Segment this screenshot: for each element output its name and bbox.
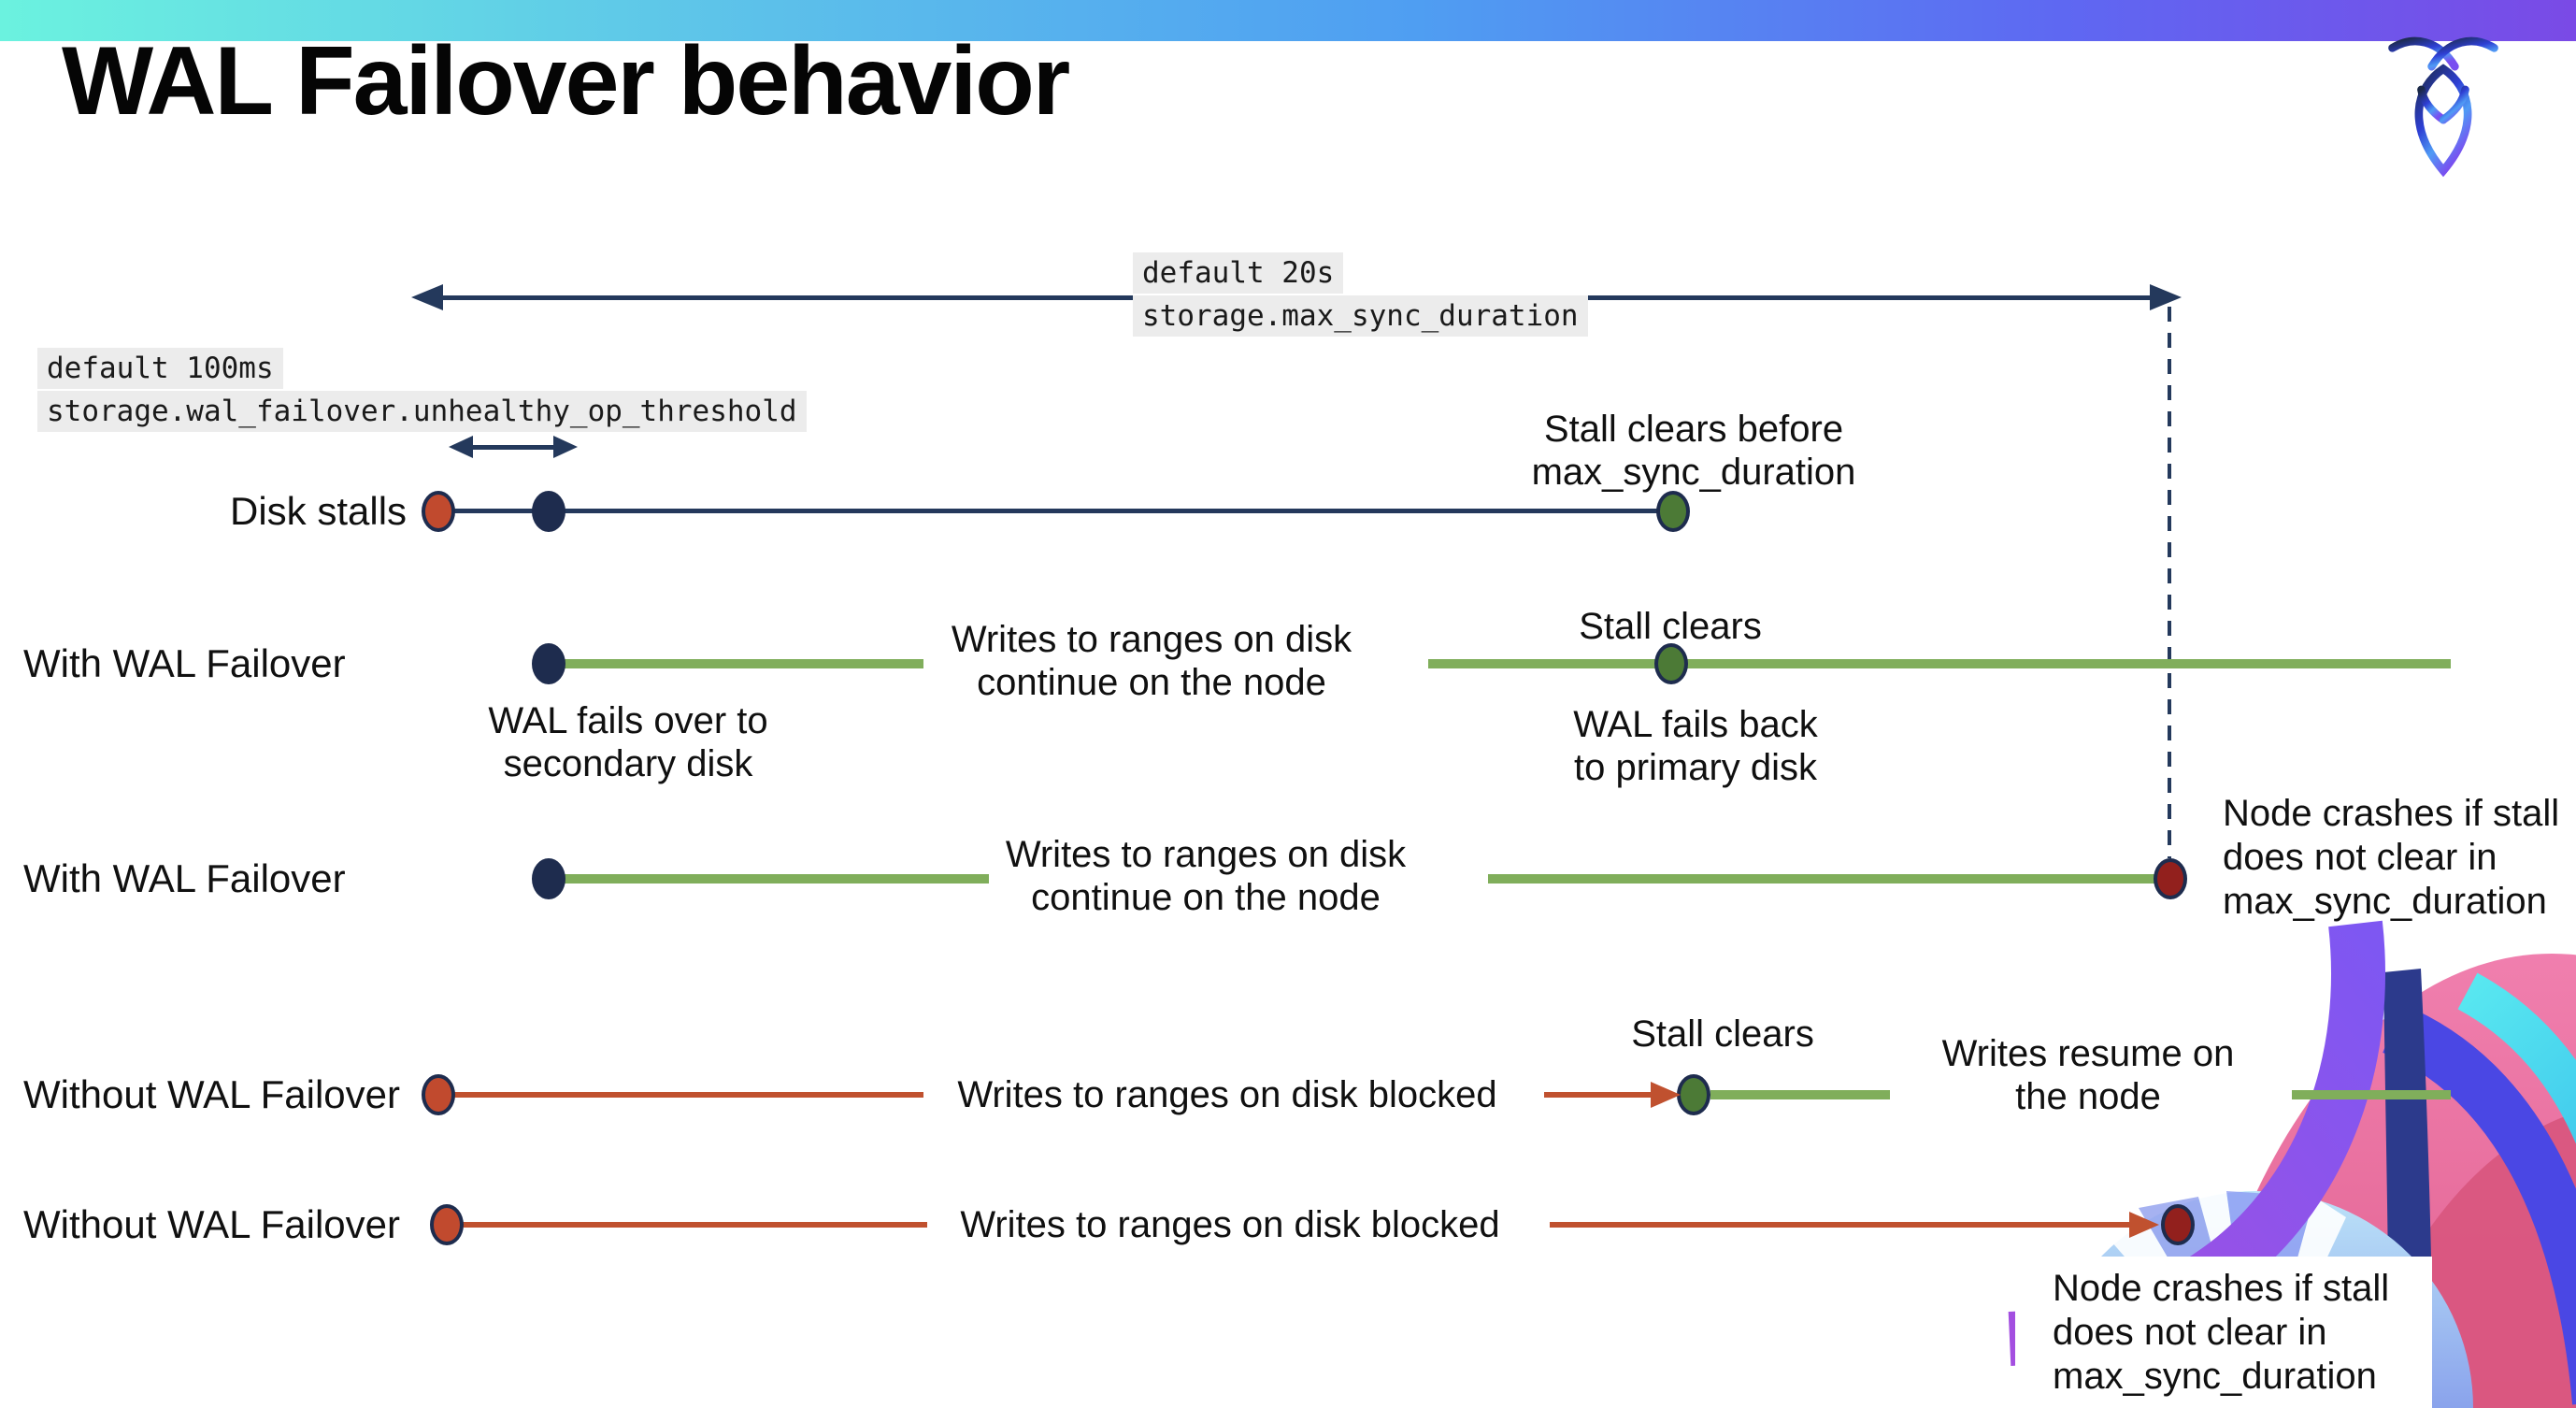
writes-continue-note: Writes to ranges on disk continue on the… — [1005, 834, 1407, 918]
arrowhead-left-icon — [411, 284, 443, 310]
writes-blocked-line — [454, 1222, 927, 1228]
row-label-without-wal-failover-2: Without WAL Failover — [23, 1202, 400, 1246]
writes-continue-note: Writes to ranges on disk continue on the… — [951, 619, 1352, 703]
row-label-disk-stalls: Disk stalls — [230, 489, 408, 533]
node-crash-note: Node crashes if stall does not clear in … — [2223, 793, 2560, 922]
code-label-max-sync-setting: storage.max_sync_duration — [1133, 295, 1588, 337]
wal-active-line — [555, 874, 989, 884]
writes-resumed-line — [1710, 1090, 1890, 1099]
writes-blocked-note: Writes to ranges on disk blocked — [957, 1074, 1497, 1115]
disk-stall-start-dot — [430, 1204, 464, 1245]
disk-stall-timeline-line — [438, 509, 1673, 513]
wal-active-line — [1428, 659, 2451, 668]
wal-active-line — [1488, 874, 2159, 884]
disk-stall-start-dot — [422, 491, 455, 532]
stall-clears-note: Stall clears — [1579, 606, 1762, 647]
failover-start-dot — [532, 643, 565, 684]
writes-resumed-line — [2292, 1090, 2451, 1099]
writes-blocked-line — [1544, 1092, 1660, 1098]
writes-blocked-line — [445, 1092, 923, 1098]
failover-start-dot — [532, 858, 565, 899]
row-label-without-wal-failover-1: Without WAL Failover — [23, 1072, 400, 1116]
node-crash-note: Node crashes if stall does not clear in … — [2053, 1268, 2390, 1397]
writes-blocked-line — [1550, 1222, 2139, 1228]
code-label-threshold-default: default 100ms — [37, 348, 283, 389]
arrowhead-right-icon — [2150, 284, 2182, 310]
failover-threshold-dot — [532, 491, 565, 532]
code-label-threshold-setting: storage.wal_failover.unhealthy_op_thresh… — [37, 391, 807, 432]
blocked-arrowhead-icon — [2129, 1212, 2159, 1238]
threshold-arrowhead-left-icon — [449, 436, 473, 458]
stall-clears-note: Stall clears — [1631, 1013, 1814, 1055]
writes-blocked-note: Writes to ranges on disk blocked — [960, 1204, 1500, 1245]
stall-clear-dot — [1654, 643, 1688, 684]
threshold-arrow-line — [471, 445, 553, 450]
code-label-max-sync-default: default 20s — [1133, 252, 1344, 294]
crash-callout-box — [2015, 1257, 2432, 1408]
row-label-with-wal-failover-2: With WAL Failover — [23, 856, 346, 900]
wal-active-line — [555, 659, 923, 668]
footer-gradient-bar — [0, 0, 2576, 41]
row-label-with-wal-failover-1: With WAL Failover — [23, 641, 346, 685]
failback-note: WAL fails back to primary disk — [1573, 704, 1818, 788]
stall-clears-before-note: Stall clears before max_sync_duration — [1531, 409, 1856, 493]
blocked-arrowhead-icon — [1651, 1082, 1681, 1108]
cockroachdb-logo-icon — [2388, 36, 2498, 178]
disk-stall-start-dot — [422, 1074, 455, 1115]
node-crash-dot — [2161, 1204, 2195, 1245]
page-title: WAL Failover behavior — [62, 27, 1070, 136]
max-sync-deadline-dashed-line — [2168, 307, 2171, 858]
node-crash-dot — [2154, 858, 2187, 899]
threshold-arrowhead-right-icon — [553, 436, 578, 458]
failover-note: WAL fails over to secondary disk — [488, 700, 768, 784]
stall-clear-dot — [1677, 1074, 1710, 1115]
stall-clear-dot — [1656, 491, 1690, 532]
writes-resume-note: Writes resume on the node — [1941, 1033, 2235, 1117]
